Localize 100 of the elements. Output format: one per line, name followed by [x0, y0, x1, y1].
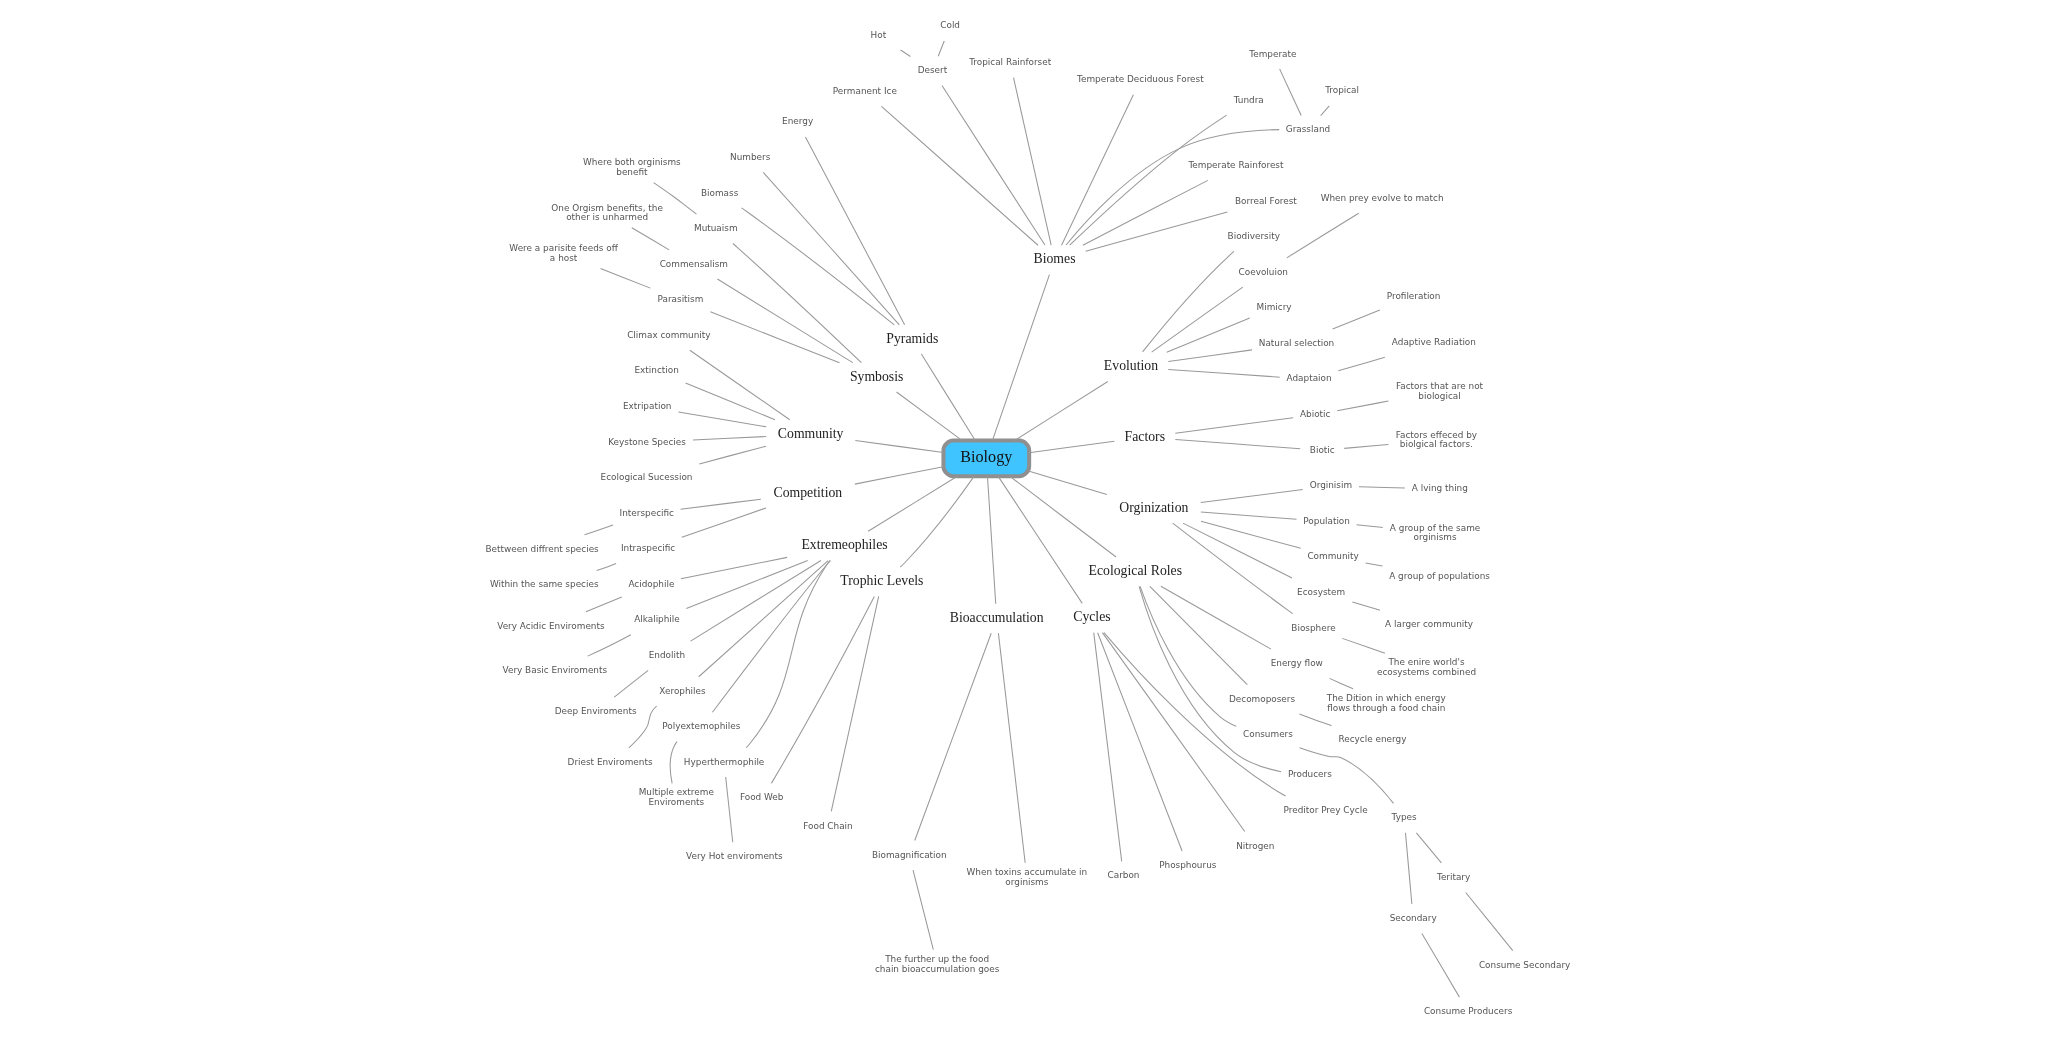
connector — [1150, 286, 1243, 353]
connector — [1174, 417, 1294, 434]
node-text: A group of populations — [1388, 570, 1490, 581]
connector — [854, 439, 944, 454]
connector — [1415, 832, 1442, 864]
connector — [1298, 747, 1394, 804]
connector — [913, 632, 992, 841]
connector — [691, 436, 767, 441]
node-text: Tropical Rainforset — [968, 57, 1051, 68]
connector — [1148, 585, 1248, 686]
node-text: Competition — [773, 484, 842, 500]
connector — [1028, 440, 1115, 454]
connector — [1278, 68, 1302, 117]
node-text: Biomass — [700, 187, 738, 198]
connector — [1092, 632, 1122, 862]
node-text: Orginization — [1118, 499, 1188, 515]
node-text: Commensalism — [659, 258, 728, 269]
connector — [1081, 179, 1208, 246]
node-text: Driest Enviroments — [567, 756, 653, 767]
connector — [1165, 317, 1250, 353]
node-text: Extinction — [634, 365, 679, 376]
node-text: Natural selection — [1258, 337, 1334, 348]
node-text: Polyextemophiles — [661, 721, 740, 732]
connector — [899, 49, 911, 57]
connector — [880, 105, 1039, 246]
connector — [584, 596, 622, 613]
node-text: When prey evolve to match — [1320, 192, 1444, 203]
node-text: Keystone Species — [607, 436, 686, 447]
connector — [698, 445, 767, 465]
node-text: Recycle energy — [1338, 733, 1406, 744]
connector — [940, 85, 1045, 246]
connector — [711, 560, 831, 713]
node-text: Mimicry — [1256, 302, 1292, 313]
node-text: Adaptive Radiation — [1391, 337, 1476, 348]
node-text: Hot — [870, 29, 886, 40]
connector — [1012, 77, 1052, 246]
node-text: Cold — [939, 20, 960, 31]
node-text: Population — [1302, 515, 1350, 526]
node-text: Interspecific — [619, 507, 674, 518]
node-text: Bioaccumulation — [949, 609, 1044, 625]
node-text: Profileration — [1386, 290, 1440, 301]
node-text: Very Hot enviroments — [685, 851, 783, 862]
node-text: Consume Producers — [1423, 1006, 1512, 1017]
connector — [745, 560, 830, 749]
connector — [1013, 380, 1108, 442]
node-text: Nitrogen — [1235, 840, 1274, 851]
connector — [1060, 94, 1134, 246]
connector — [583, 524, 614, 536]
node-text: Borreal Forest — [1234, 195, 1297, 206]
node-text: The enire world's ecosystems combined — [1376, 657, 1476, 678]
connector — [1285, 212, 1359, 259]
node-text: Xerophiles — [658, 685, 706, 696]
connector — [1096, 632, 1183, 852]
connector — [709, 311, 840, 364]
node-text: Climax community — [626, 329, 711, 340]
connector — [762, 171, 900, 326]
connector — [912, 869, 934, 951]
node-text: Trophic Levels — [839, 573, 923, 589]
connector — [991, 274, 1050, 441]
node-text: Consumers — [1242, 729, 1293, 740]
node-text: Where both orginisms benefit — [582, 157, 681, 178]
connector — [627, 705, 657, 749]
connector — [630, 227, 670, 251]
node-box: Biology — [940, 438, 1031, 479]
node-text: Intraspecific — [620, 543, 675, 554]
node-text: Alkaliphile — [633, 614, 680, 625]
connector — [997, 475, 1083, 604]
node-text: Food Web — [739, 792, 783, 803]
connector — [685, 559, 808, 610]
connector — [1331, 309, 1380, 330]
connector — [689, 559, 821, 642]
connector — [1341, 637, 1385, 654]
connector — [1420, 932, 1460, 998]
connector — [1159, 585, 1272, 650]
node-text: Acidophile — [627, 578, 674, 589]
connector — [1404, 832, 1412, 905]
node-text: Consume Secondary — [1478, 959, 1570, 970]
connector — [830, 595, 879, 812]
node-text: Were a parisite feeds off a host — [508, 243, 618, 263]
connector — [1181, 522, 1293, 579]
node-text: Very Acidic Enviroments — [496, 620, 605, 631]
connector — [1464, 891, 1513, 952]
node-text: Energy — [781, 116, 813, 127]
connector — [1008, 475, 1117, 558]
node-text: Mutuaism — [693, 223, 738, 234]
node-text: Factors — [1124, 428, 1165, 444]
connector — [1199, 511, 1297, 520]
connector — [937, 40, 945, 57]
connector — [1084, 211, 1228, 252]
connector — [613, 669, 649, 698]
node-text: Producers — [1287, 769, 1332, 780]
node-text: The Dition in which energy flows through a food chain — [1326, 692, 1446, 713]
connector — [1328, 677, 1354, 690]
connector — [1139, 585, 1237, 727]
node-text: Adaptaion — [1286, 373, 1332, 384]
node-text: A group of the same orginisms — [1389, 522, 1480, 543]
node-text: Factors effeced by biolgical factors. — [1395, 429, 1477, 450]
node-text: Coevoluion — [1238, 266, 1288, 277]
connector — [740, 207, 895, 326]
node-text: Cycles — [1072, 609, 1111, 625]
